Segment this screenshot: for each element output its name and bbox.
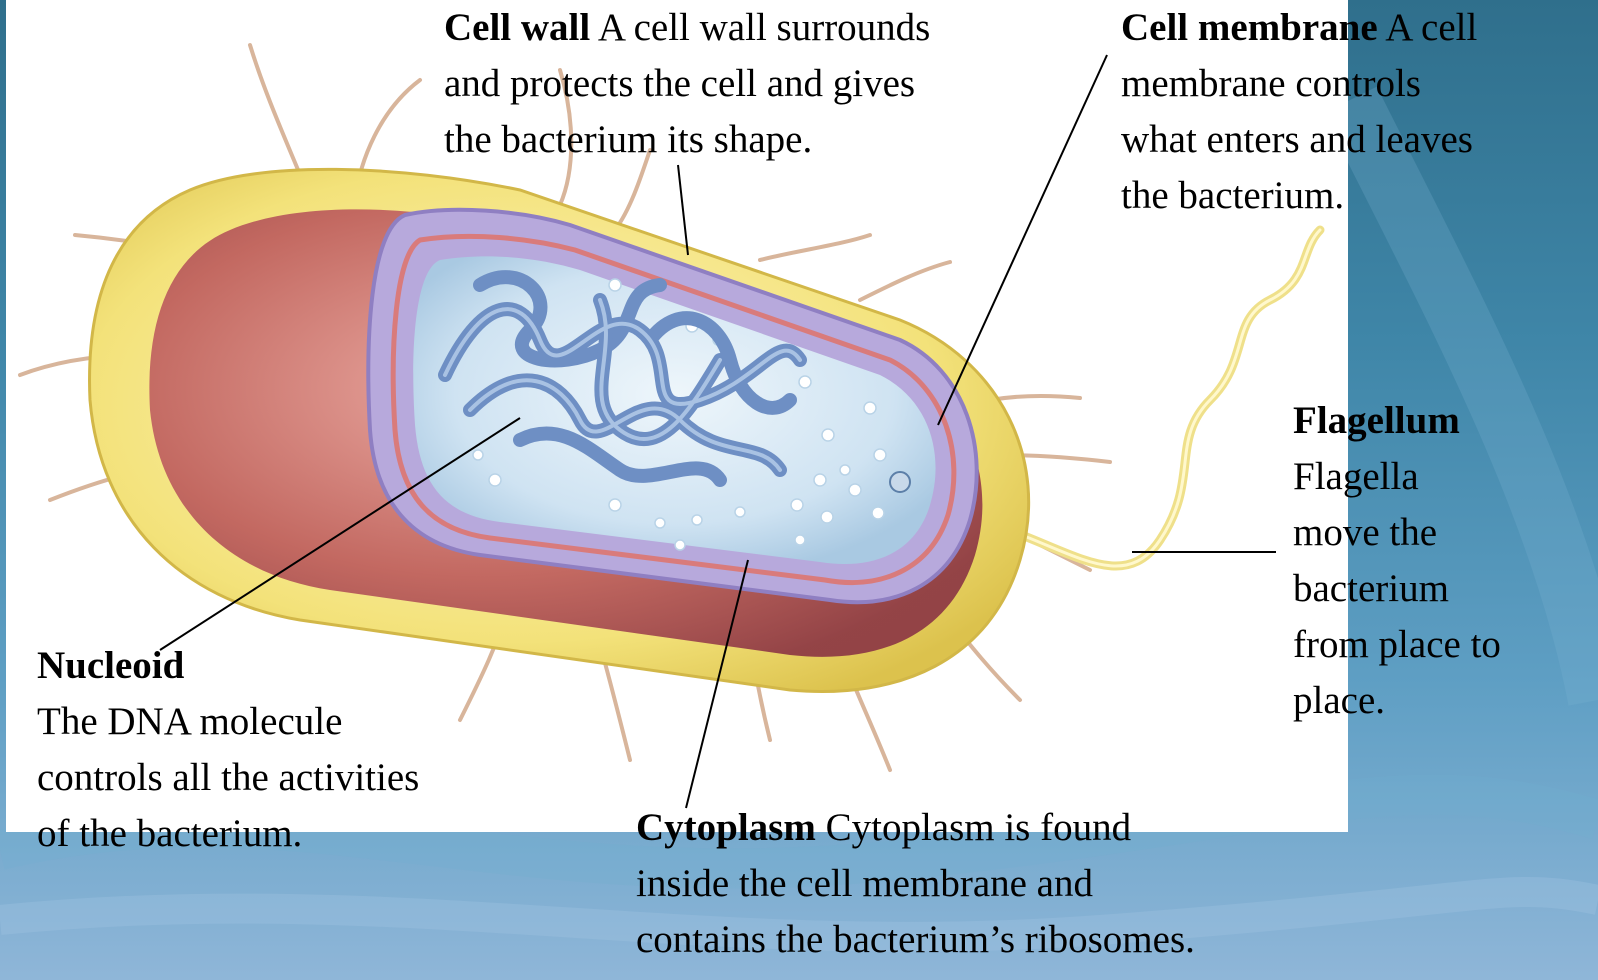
cell-wall-label: Cell wall A cell wall surrounds and prot…: [444, 0, 1084, 168]
cell-wall-title: Cell wall: [444, 6, 590, 49]
nucleoid-description: The DNA molecule controls all the activi…: [37, 700, 419, 855]
cytoplasm-label: Cytoplasm Cytoplasm is found inside the …: [636, 800, 1576, 968]
flagellum-label: Flagellum Flagella move the bacterium fr…: [1293, 393, 1593, 729]
plasmid: [890, 472, 910, 492]
flagellum-description: Flagella move the bacterium from place t…: [1293, 455, 1501, 722]
leader-line-cell-wall: [678, 165, 688, 255]
nucleoid-title: Nucleoid: [37, 644, 184, 687]
flagellum-title: Flagellum: [1293, 399, 1460, 442]
cell-membrane-title: Cell membrane: [1121, 6, 1378, 49]
cytoplasm-title: Cytoplasm: [636, 806, 816, 849]
cell-membrane-label: Cell membrane A cell membrane controls w…: [1121, 0, 1591, 224]
nucleoid-label: Nucleoid The DNA molecule controls all t…: [37, 638, 537, 862]
